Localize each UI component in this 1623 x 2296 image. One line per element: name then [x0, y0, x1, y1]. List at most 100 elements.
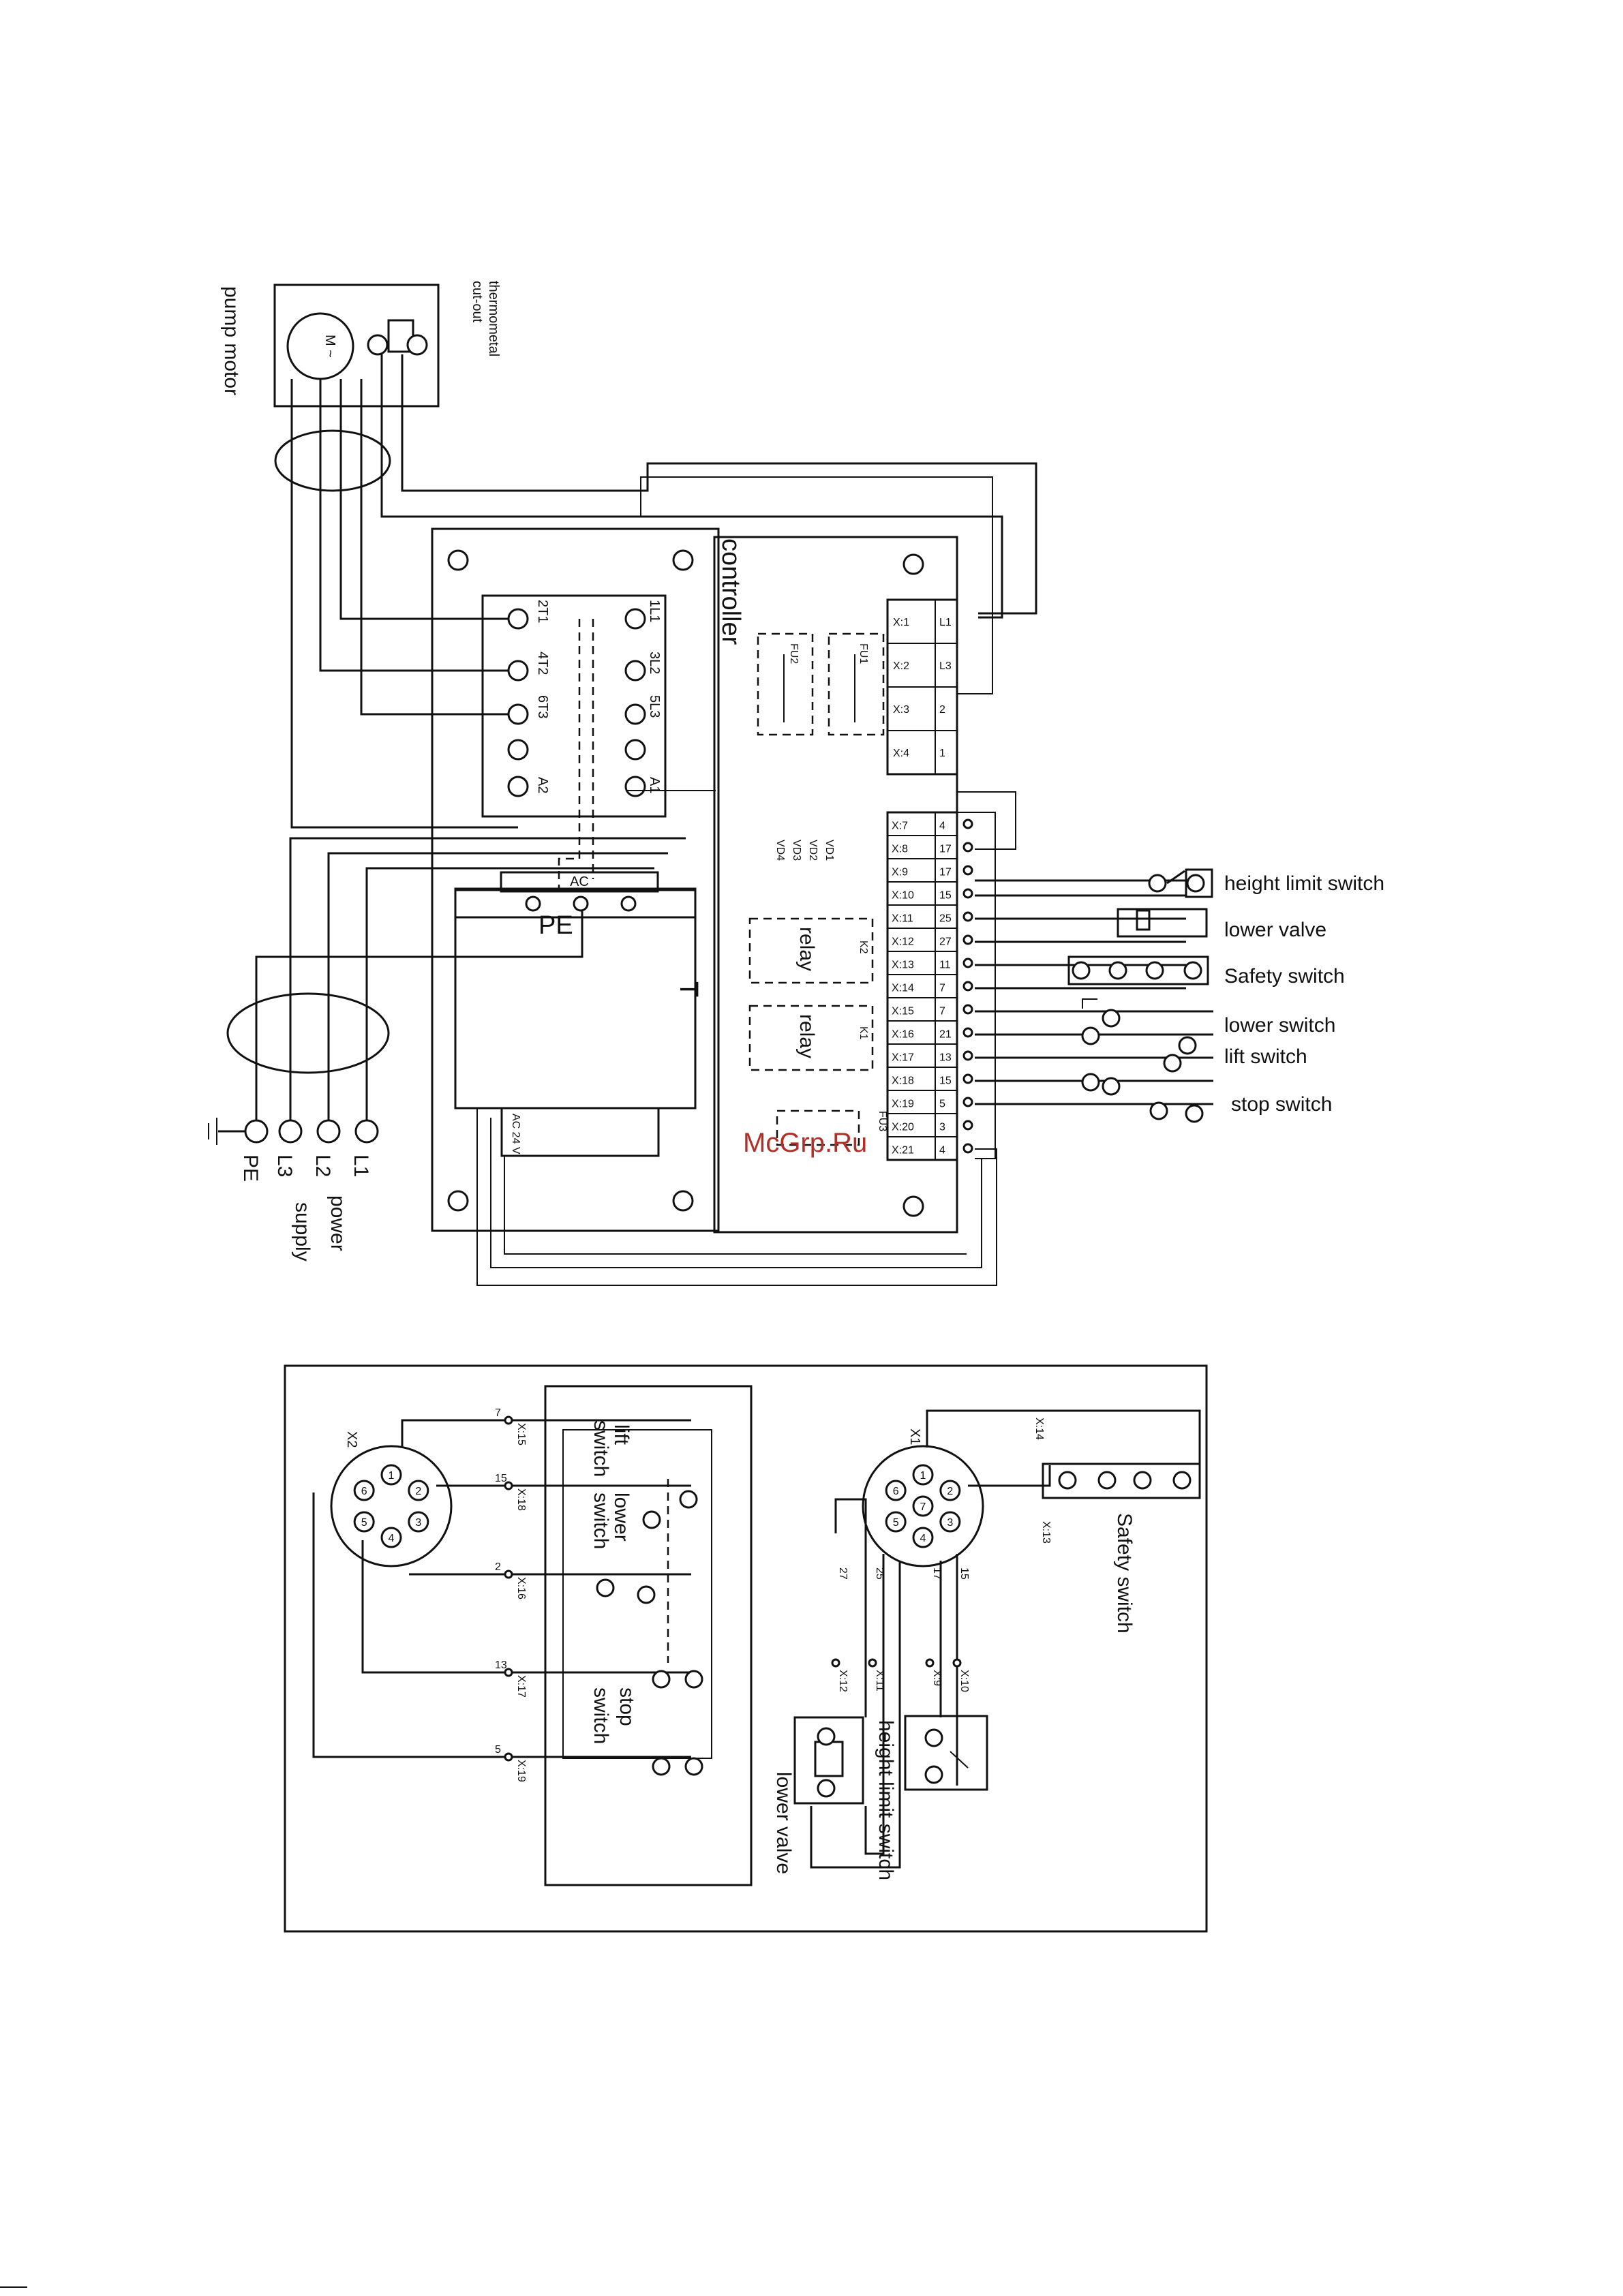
connector-pin-label: 5	[361, 1517, 367, 1529]
power-row-1: 1	[939, 748, 945, 759]
io-row-terminal: 7	[939, 982, 945, 994]
io-row-x: X:8	[892, 843, 908, 855]
connector-x2-label: X2	[344, 1431, 359, 1448]
diode-vd2: VD2	[807, 840, 819, 861]
pump-motor-label: pump motor	[220, 286, 243, 395]
terminal-pe: PE	[239, 1154, 262, 1182]
io-row-x: X:11	[892, 913, 913, 924]
connector-pin	[939, 1480, 961, 1501]
io-row-x: X:13	[892, 959, 914, 970]
power-row-x3: X:3	[893, 704, 909, 716]
wire-tag: X:11	[874, 1670, 885, 1692]
bottom-loop-wiring	[476, 1108, 997, 1286]
power-row-x1: X:1	[893, 617, 909, 628]
io-row-terminal: 5	[939, 1098, 945, 1109]
stop-switch-lower-1: stop	[616, 1687, 638, 1726]
wire-joint	[504, 1570, 513, 1579]
connector-pin	[408, 1480, 429, 1501]
io-row-screw	[962, 865, 973, 876]
contactor-board: 2T1 4T2 6T3 A2 1L1 3L2 5L3 A1	[431, 527, 720, 1232]
io-row-x: X:10	[892, 889, 914, 901]
connector-pin-label: 6	[361, 1486, 367, 1497]
io-row-x: X:21	[892, 1144, 914, 1156]
device-height-limit-switch: height limit switch	[1148, 868, 1384, 898]
lower-switch-lower-2: switch	[590, 1493, 612, 1549]
wire-number: 15	[495, 1473, 507, 1484]
lower-switch-label: lower switch	[1224, 1014, 1335, 1037]
lower-switch-lower-1: lower	[610, 1493, 633, 1542]
connector-pin-label: 2	[947, 1486, 953, 1497]
io-row-terminal: 25	[939, 913, 952, 924]
motor-wires	[290, 354, 1037, 829]
power-supply-block: PE L3 L2 L1 power supply	[208, 837, 686, 1261]
wire-number: 5	[495, 1744, 501, 1756]
connector-x1-label: X1	[907, 1428, 922, 1445]
io-row-screw	[962, 1143, 973, 1154]
terminal-a2: A2	[535, 777, 550, 793]
transformer-block: AC PE T AC 24 V	[454, 871, 703, 1157]
connector-pin-label: 1	[920, 1470, 926, 1482]
terminal-4t2: 4T2	[535, 652, 550, 675]
tag-x14: X:14	[1033, 1418, 1045, 1440]
io-row-x: X:12	[892, 936, 914, 947]
watermark: McGrp.Ru	[743, 1128, 867, 1158]
device-stop-switch: stop switch	[1149, 1093, 1332, 1123]
wire-tag: X:9	[931, 1670, 943, 1686]
relay-k2-tag: K2	[858, 940, 869, 954]
fuse-fu2: FU2	[788, 643, 800, 664]
fuse-fu1: FU1	[858, 643, 869, 664]
io-row-screw	[962, 1073, 973, 1084]
lift-switch-label: lift switch	[1224, 1045, 1307, 1068]
power-row-l1: L1	[939, 617, 952, 628]
connector-pin	[885, 1511, 907, 1533]
height-limit-lower-label: height limit switch	[875, 1720, 897, 1880]
wire-joint	[952, 1658, 962, 1668]
terminal-a1: A1	[647, 777, 662, 793]
io-row-x: X:19	[892, 1098, 914, 1109]
wire-number: 2	[495, 1561, 501, 1573]
io-row-screw	[962, 911, 973, 922]
safety-switch-label: Safety switch	[1224, 965, 1345, 988]
io-row-x: X:16	[892, 1028, 914, 1040]
terminal-2t1: 2T1	[535, 600, 550, 623]
io-row-terminal: 4	[939, 820, 945, 831]
io-row-terminal: 4	[939, 1144, 945, 1156]
terminal-l3: L3	[273, 1154, 296, 1177]
io-row-screw	[962, 934, 973, 945]
io-row-terminal: 17	[939, 866, 952, 878]
wire-joint	[504, 1481, 513, 1490]
wire-number: 15	[958, 1567, 970, 1580]
connector-x1	[862, 1445, 984, 1567]
connector-pin	[408, 1511, 429, 1533]
connector-pin	[912, 1495, 934, 1517]
pump-motor-block: M ~ pump motor thermometal cut-out	[220, 281, 501, 408]
power-row-l3: L3	[939, 660, 952, 672]
lift-switch-lower-2: switch	[590, 1420, 612, 1477]
wire-tag: X:10	[958, 1670, 970, 1692]
connector-pin-label: 6	[893, 1486, 899, 1497]
device-safety-switch: Safety switch	[1067, 955, 1345, 988]
height-limit-switch-label: height limit switch	[1224, 872, 1384, 895]
io-row-x: X:9	[892, 866, 908, 878]
transformer-ac-in: AC	[570, 874, 589, 889]
connector-x2	[330, 1445, 453, 1567]
connector-pin	[380, 1527, 402, 1548]
device-lift-switch: lift switch	[1081, 1036, 1307, 1096]
connector-pin-label: 3	[415, 1517, 421, 1529]
diode-vd4: VD4	[774, 840, 786, 861]
thermal-cutout-label-1: thermometal	[486, 281, 501, 356]
connector-pin	[939, 1511, 961, 1533]
stop-switch-label: stop switch	[1231, 1093, 1332, 1116]
connector-pin	[353, 1511, 375, 1533]
tag-x13: X:13	[1040, 1521, 1052, 1544]
device-lower-valve: lower valve	[1117, 908, 1326, 941]
lower-valve-lower-label: lower valve	[772, 1772, 795, 1874]
io-row-screw	[962, 981, 973, 992]
wire-tag: X:15	[515, 1423, 527, 1445]
transformer-pe: PE	[539, 911, 573, 940]
connector-pin	[380, 1464, 402, 1486]
wire-number: 17	[931, 1567, 943, 1580]
supply-label: supply	[291, 1202, 314, 1261]
